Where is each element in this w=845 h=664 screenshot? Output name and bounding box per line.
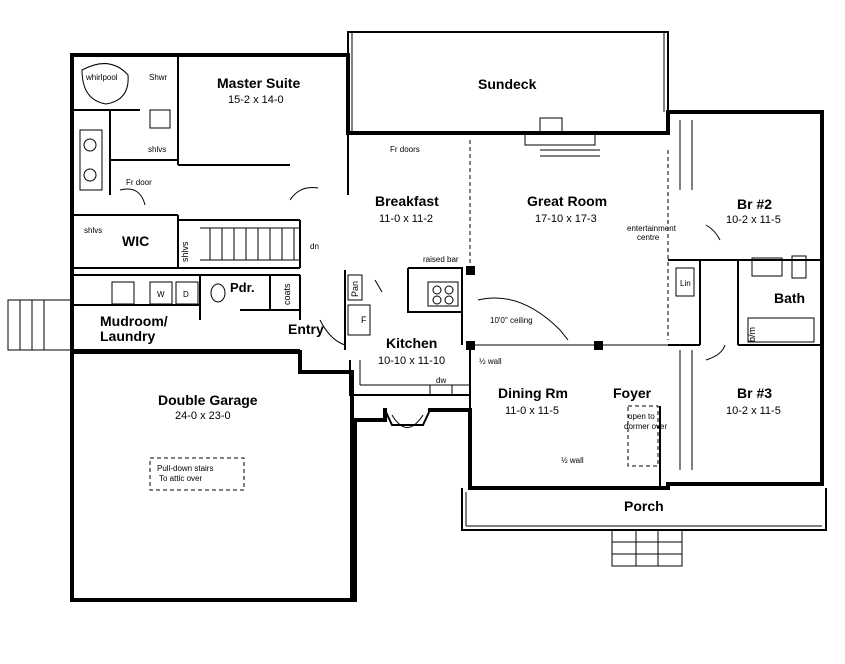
br3-dims: 10-2 x 11-5 — [726, 405, 781, 417]
raised-bar-label: raised bar — [423, 255, 459, 264]
br2-dims: 10-2 x 11-5 — [726, 214, 781, 226]
mudroom-label: Mudroom/ Laundry — [100, 314, 168, 344]
garage-dims: 24-0 x 23-0 — [175, 410, 231, 422]
br2-label: Br #2 — [737, 196, 773, 212]
entry-label: Entry — [288, 321, 324, 337]
linen-label: Lin — [680, 279, 691, 288]
fridge-label: F — [361, 315, 367, 325]
dining-label: Dining Rm — [498, 385, 568, 401]
breakfast-dims: 11-0 x 11-2 — [379, 213, 434, 225]
stair-shelves-label: shlvs — [180, 241, 190, 262]
sundeck-label: Sundeck — [478, 76, 537, 92]
pulldown-label-1: Pull-down stairs — [157, 464, 214, 473]
bath-label: Bath — [774, 290, 806, 306]
master-shelves-label: shlvs — [148, 145, 167, 154]
mudroom-label-line1: Mudroom/ — [100, 313, 168, 329]
coats-label: coats — [282, 283, 292, 305]
wic-label: WIC — [122, 233, 150, 249]
half-wall-kitchen-label: ½ wall — [479, 357, 502, 366]
fr-door-label: Fr door — [126, 178, 152, 187]
mudroom-label-line2: Laundry — [100, 328, 156, 344]
pulldown-label-2: To attic over — [159, 474, 203, 483]
fr-doors-label: Fr doors — [390, 145, 420, 154]
kitchen-label: Kitchen — [386, 335, 438, 351]
porch-label: Porch — [624, 498, 664, 514]
kitchen-dims: 10-10 x 11-10 — [378, 355, 446, 367]
pdr-label: Pdr. — [230, 280, 255, 295]
dishwasher-label: dw — [436, 376, 447, 385]
ceiling-label: 10'0" ceiling — [490, 316, 533, 325]
dining-dims: 11-0 x 11-5 — [505, 405, 560, 417]
dryer-label: D — [183, 290, 189, 299]
down-label: dn — [310, 242, 319, 251]
great-room-label: Great Room — [527, 193, 608, 209]
master-suite-label: Master Suite — [217, 75, 301, 91]
whirlpool-label: whirlpool — [86, 73, 118, 82]
master-suite-dims: 15-2 x 14-0 — [228, 94, 284, 106]
breakfast-label: Breakfast — [375, 193, 439, 209]
porch-outline — [461, 488, 827, 567]
washer-label: W — [157, 290, 165, 299]
bm-label: b/m — [747, 326, 757, 342]
pantry-label: Pan — [350, 280, 360, 297]
entertainment-label-1: entertainment — [627, 224, 676, 233]
wic-shelves-label: shlvs — [84, 226, 103, 235]
interior-walls — [72, 55, 827, 567]
br3-label: Br #3 — [737, 385, 773, 401]
great-room-dims: 17-10 x 17-3 — [535, 213, 597, 225]
shower-label: Shwr — [149, 73, 168, 82]
garage-label: Double Garage — [158, 392, 258, 408]
open-to-label-1: open to — [628, 412, 655, 421]
half-wall-dining-label: ½ wall — [561, 456, 584, 465]
foyer-label: Foyer — [613, 385, 652, 401]
stairs — [200, 227, 300, 261]
open-to-label-2: dormer over — [624, 422, 668, 431]
entertainment-label-2: centre — [637, 233, 660, 242]
side-stoop — [7, 299, 73, 351]
exterior-walls — [70, 53, 824, 602]
